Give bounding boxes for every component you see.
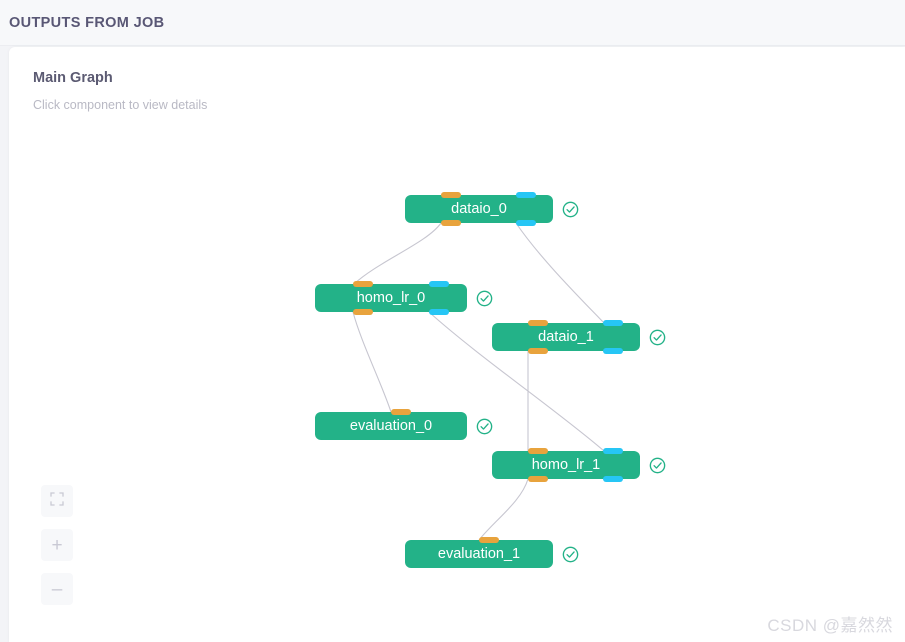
node-body[interactable]: dataio_0 xyxy=(405,192,553,226)
graph-subtitle: Click component to view details xyxy=(33,98,208,112)
node-label: homo_lr_0 xyxy=(356,289,426,306)
graph-node-evaluation_1[interactable]: evaluation_1 xyxy=(405,537,579,568)
panel-header: OUTPUTS FROM JOB xyxy=(0,0,905,46)
node-label: homo_lr_1 xyxy=(531,456,601,473)
status-success-icon xyxy=(476,418,493,434)
graph-edge xyxy=(478,478,529,541)
port-out-top[interactable] xyxy=(603,320,623,326)
node-label: dataio_0 xyxy=(451,200,507,217)
minus-icon: – xyxy=(51,578,63,600)
port-in-top[interactable] xyxy=(353,281,373,287)
port-out-top[interactable] xyxy=(603,448,623,454)
zoom-out-button[interactable]: – xyxy=(41,573,73,605)
zoom-in-button[interactable]: + xyxy=(41,529,73,561)
status-success-icon xyxy=(562,546,579,562)
graph-node-evaluation_0[interactable]: evaluation_0 xyxy=(315,409,493,440)
port-in-top[interactable] xyxy=(441,192,461,198)
graph-edge xyxy=(352,311,392,413)
port-out-top[interactable] xyxy=(516,192,536,198)
watermark: CSDN @嘉然然 xyxy=(767,616,893,635)
graph-node-dataio_0[interactable]: dataio_0 xyxy=(405,192,579,226)
port-in-bottom[interactable] xyxy=(528,348,548,354)
node-body[interactable]: homo_lr_1 xyxy=(492,448,640,482)
page-title: OUTPUTS FROM JOB xyxy=(9,14,165,31)
node-label: evaluation_0 xyxy=(349,417,433,434)
port-in-bottom[interactable] xyxy=(353,309,373,315)
node-body[interactable]: evaluation_1 xyxy=(405,537,553,568)
plus-icon: + xyxy=(51,534,63,556)
node-body[interactable]: homo_lr_0 xyxy=(315,281,467,315)
node-body[interactable]: evaluation_0 xyxy=(315,409,467,440)
port-out-bottom[interactable] xyxy=(429,309,449,315)
fit-screen-button[interactable] xyxy=(41,485,73,517)
status-success-icon xyxy=(649,329,666,345)
graph-node-dataio_1[interactable]: dataio_1 xyxy=(492,320,666,354)
graph-edge xyxy=(353,222,442,285)
port-out-bottom[interactable] xyxy=(603,348,623,354)
status-success-icon xyxy=(649,457,666,473)
graph-card: Main Graph Click component to view detai… xyxy=(9,47,905,642)
port-in-top[interactable] xyxy=(528,320,548,326)
status-success-icon xyxy=(562,201,579,217)
node-body[interactable]: dataio_1 xyxy=(492,320,640,354)
port-out-top[interactable] xyxy=(429,281,449,287)
port-in-top[interactable] xyxy=(391,409,411,415)
node-label: evaluation_1 xyxy=(437,545,521,562)
graph-node-homo_lr_1[interactable]: homo_lr_1 xyxy=(492,448,666,482)
fit-screen-icon xyxy=(50,491,64,511)
graph-title: Main Graph xyxy=(33,70,113,86)
port-in-top[interactable] xyxy=(528,448,548,454)
graph-edge xyxy=(515,222,605,324)
port-in-bottom[interactable] xyxy=(528,476,548,482)
port-in-top[interactable] xyxy=(479,537,499,543)
port-in-bottom[interactable] xyxy=(441,220,461,226)
graph-node-homo_lr_0[interactable]: homo_lr_0 xyxy=(315,281,493,315)
port-out-bottom[interactable] xyxy=(603,476,623,482)
port-out-bottom[interactable] xyxy=(516,220,536,226)
status-success-icon xyxy=(476,290,493,306)
node-label: dataio_1 xyxy=(538,328,594,345)
